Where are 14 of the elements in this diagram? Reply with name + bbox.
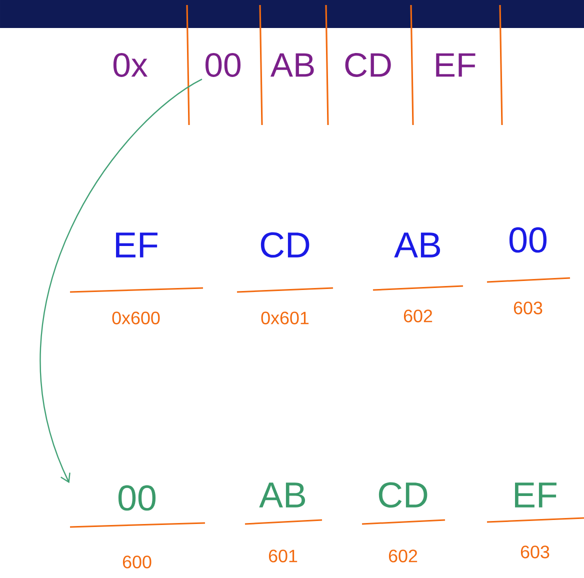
memory-cell: EF 0x600 xyxy=(70,232,204,324)
byte-text: EF xyxy=(436,53,476,77)
memory-cell: 00 600 xyxy=(70,485,206,568)
byte-text: 00 xyxy=(206,53,241,77)
memory-cell: 00 603 xyxy=(486,227,570,314)
memory-cell: CD 602 xyxy=(362,482,446,562)
byte-text: CD xyxy=(345,53,391,77)
prefix-text: 0x xyxy=(113,53,148,77)
memory-cell: EF 603 xyxy=(486,482,584,558)
byte-text: AB xyxy=(270,53,314,77)
memory-cell: AB 601 xyxy=(244,482,322,562)
memory-cell: CD 0x601 xyxy=(236,232,334,324)
curved-arrow xyxy=(40,78,202,484)
memory-cell: AB 602 xyxy=(372,232,464,322)
